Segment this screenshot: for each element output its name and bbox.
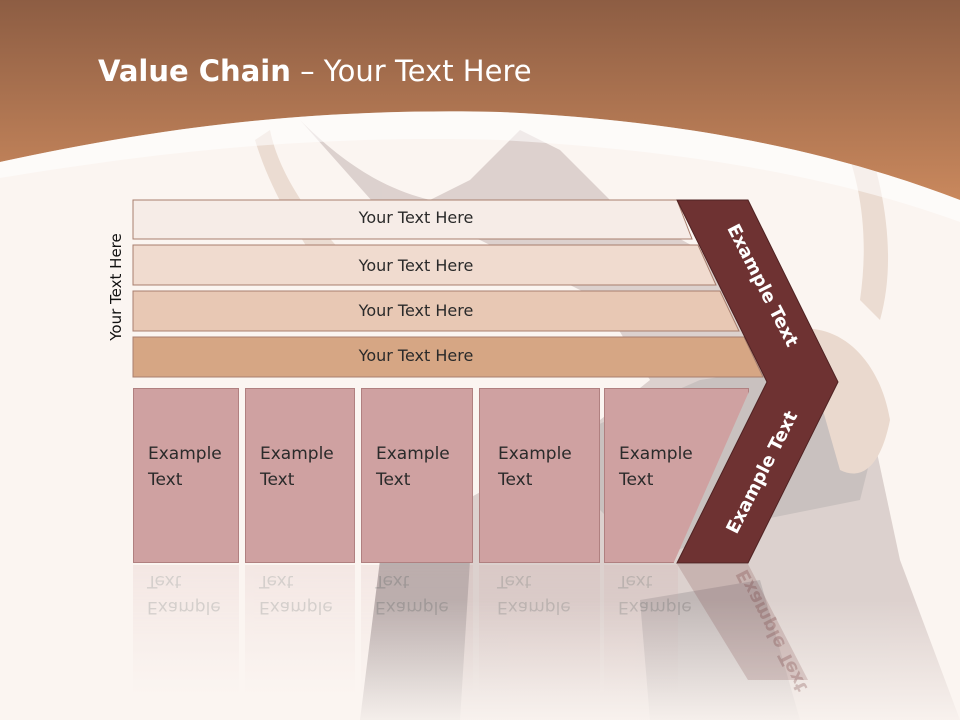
row-label-2: Your Text Here [358,256,474,275]
box-reflection-4: Example Text [479,565,600,695]
title-rest-part: – Your Text Here [290,54,532,88]
row-shape-2 [132,244,717,286]
box-line-2: Text [260,470,295,490]
box-line-1: Example [498,444,572,464]
activity-box-3: Example Text [361,388,473,563]
row-shape-1 [132,199,693,240]
slide-title: Value Chain – Your Text Here [98,54,532,88]
row-shape-4 [132,336,764,378]
reflection-line-2: Text [497,571,532,591]
box-line-1: Example [260,444,334,464]
box-reflection-1: Example Text [133,565,239,695]
title-bold-part: Value Chain [98,54,291,88]
box-line-2: Text [376,470,411,490]
row-label-4: Your Text Here [358,346,474,365]
box-reflection-5: Example Text [604,565,692,695]
box-line-1: Example [619,444,693,464]
activity-box-2: Example Text [245,388,355,563]
reflection-line-1: Example [259,597,333,617]
row-shape-3 [132,290,740,332]
value-chain-chevron [676,199,839,564]
activity-box-1: Example Text [133,388,239,563]
box-line-2: Text [498,470,533,490]
row-label-1: Your Text Here [358,208,474,227]
reflection-line-1: Example [497,597,571,617]
reflection-line-1: Example [375,597,449,617]
reflection-line-2: Text [259,571,294,591]
reflection-line-1: Example [147,597,221,617]
reflection-line-1: Example [618,597,692,617]
box-line-1: Example [148,444,222,464]
box-reflection-3: Example Text [361,565,473,695]
box-line-2: Text [619,470,654,490]
reflection-line-2: Text [147,571,182,591]
box-line-2: Text [148,470,183,490]
reflection-line-2: Text [375,571,410,591]
row-label-3: Your Text Here [358,301,474,320]
box-line-1: Example [376,444,450,464]
activity-box-4: Example Text [479,388,600,563]
reflection-line-2: Text [618,571,653,591]
chevron-reflection [677,564,808,680]
box-reflection-2: Example Text [245,565,355,695]
